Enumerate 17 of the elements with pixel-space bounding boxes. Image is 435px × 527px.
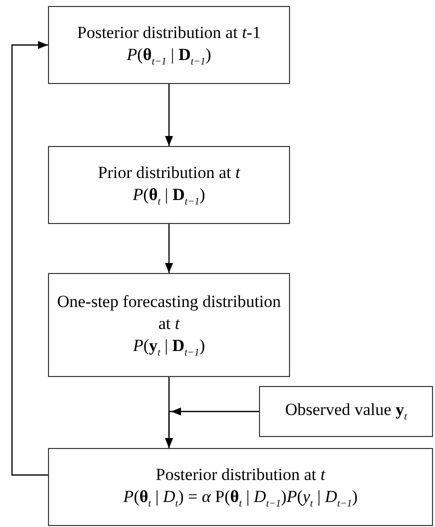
arrow — [165, 84, 173, 146]
formula: P(θ$_{t}$ | D$_{t}$) = α P(θ$_{t}$ | D$_{t−1}$)P(y$_{t}$ | D$_{t−1}$) — [123, 486, 358, 510]
step-label: Prior distribution at t — [98, 162, 240, 184]
formula: P(θ$_{t−1}$ | D$_{t−1}$) — [126, 44, 212, 68]
process-box — [48, 448, 433, 526]
arrow — [165, 224, 173, 273]
formula: P(θ$_{t}$ | D$_{t−1}$) — [132, 184, 206, 208]
arrow — [11, 41, 48, 476]
step-label: Posterior distribution at t — [156, 464, 326, 486]
formula: P(y$_{t}$ | D$_{t−1}$) — [132, 334, 206, 360]
step-label: Observed value y$_{t}$ — [285, 399, 407, 424]
process-box — [48, 6, 290, 84]
process-box — [48, 146, 290, 224]
process-box — [48, 273, 290, 377]
process-box — [259, 386, 433, 437]
step-label: Posterior distribution at t-1 — [77, 22, 261, 44]
arrow — [165, 408, 259, 448]
